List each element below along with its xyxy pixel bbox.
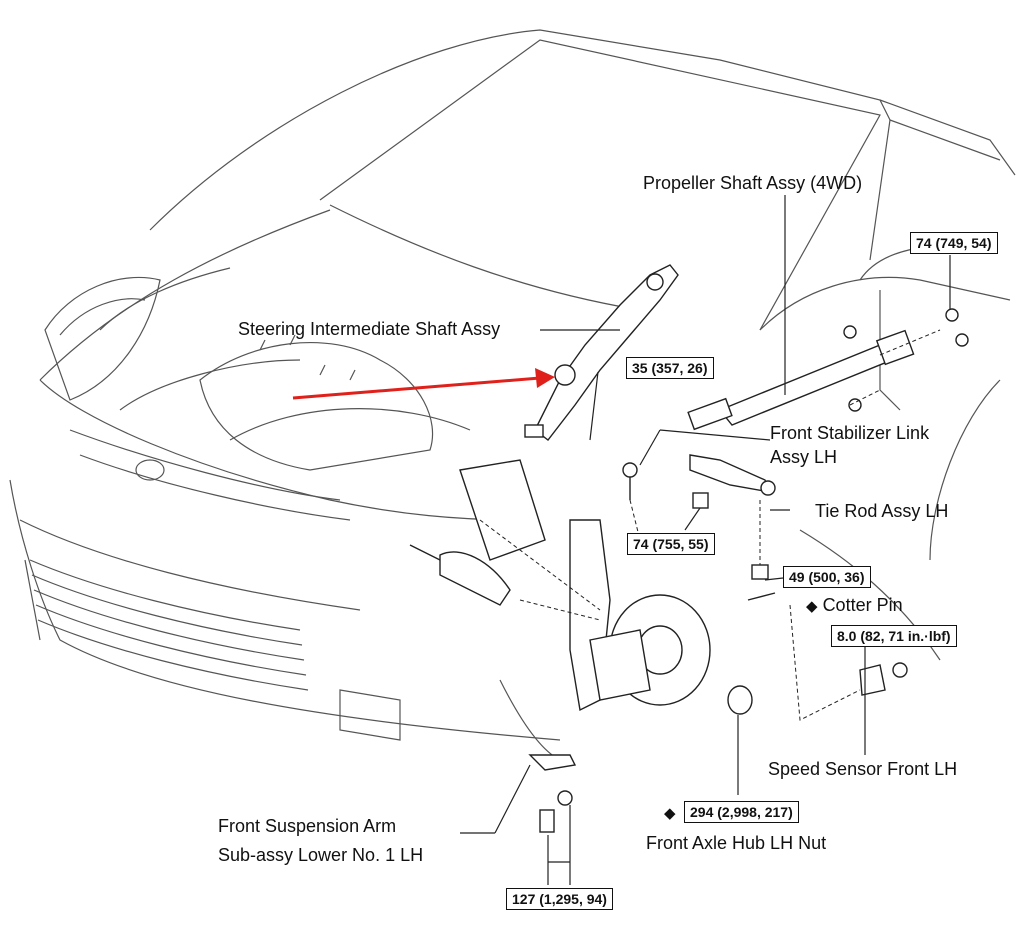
cotter-pin-label: ◆ Cotter Pin [806,594,903,618]
suspension-arm-label-line1: Front Suspension Arm [218,816,397,836]
hub-nut-label: Front Axle Hub LH Nut [646,833,827,853]
red-arrow [292,368,555,400]
stabilizer-link-label-line1: Front Stabilizer Link [770,423,930,443]
propeller-shaft-label: Propeller Shaft Assy (4WD) [643,173,863,193]
torque-speed-sensor: 8.0 (82, 71 in.·lbf) [831,625,957,647]
dashed-lines [479,329,941,721]
propeller-shaft [687,308,969,431]
torque-stabilizer: 74 (755, 55) [627,533,715,555]
car-body-outline [9,29,1016,761]
stabilizer-link-label-line2: Assy LH [770,447,838,467]
knuckle-and-brake [409,459,753,715]
torque-steering: 35 (357, 26) [626,357,714,379]
leader-lines [460,195,951,885]
hub-nut-diamond-icon: ◆ [664,805,676,822]
tie-rod-label: Tie Rod Assy LH [815,501,949,521]
suspension-arm-label-line2: Sub-assy Lower No. 1 LH [218,845,424,865]
steering-shaft-label: Steering Intermediate Shaft Assy [238,319,501,339]
lower-arm [528,754,577,833]
steering-intermediate-shaft [524,264,679,441]
diamond-icon: ◆ [806,598,818,615]
speed-sensor-label: Speed Sensor Front LH [768,759,958,779]
cotter-pin-text: Cotter Pin [822,595,903,615]
torque-propeller: 74 (749, 54) [910,232,998,254]
torque-hub-nut: 294 (2,998, 217) [684,801,799,823]
tie-rod-and-link [622,454,908,696]
torque-suspension: 127 (1,295, 94) [506,888,613,910]
torque-tie-rod: 49 (500, 36) [783,566,871,588]
